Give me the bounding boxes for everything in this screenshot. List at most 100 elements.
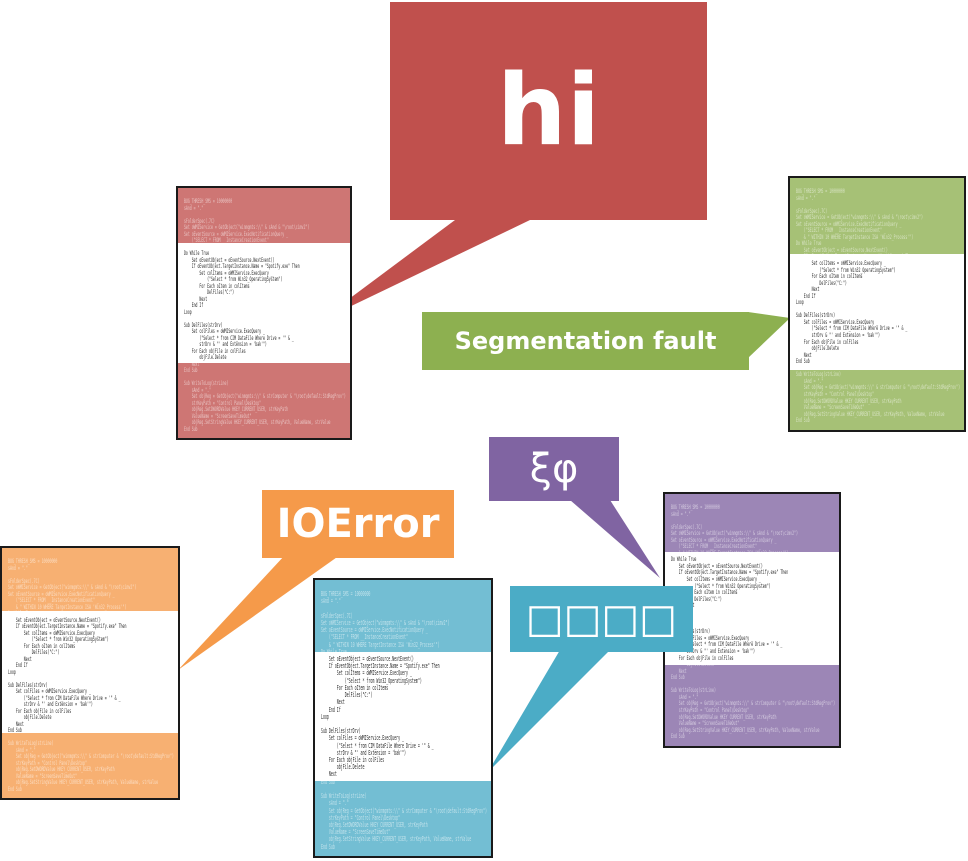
code-line: Sub WriteToLog(strLine) <box>796 370 841 379</box>
code-line: End Sub <box>796 416 810 425</box>
code-line: Set colItems = oWMIService.ExecQuery _ <box>184 268 273 277</box>
code-line: For Each oItem in colItems <box>796 272 863 281</box>
code-line: ("Select * from CIM_DataFile Where Drive… <box>671 640 783 649</box>
code-line: DelFiles("C:") <box>321 690 373 700</box>
code-line: BUG_THRESH_SMS = 10000000 <box>796 187 845 195</box>
xiphi-bubble-text: ξφ <box>529 446 579 492</box>
code-line: Set objReg = GetObject("winmgmts:\\" & s… <box>671 700 835 707</box>
code-line: sAnd = "." <box>184 385 211 394</box>
code-line: Set oEventObject = oEventSource.NextEven… <box>8 615 101 624</box>
code-line: End If <box>8 661 28 669</box>
code-line: ("Select * from Win32_OperatingSystem") <box>671 581 771 590</box>
code-line: Next <box>796 285 820 294</box>
code-line: sFolderSpec(.7C) <box>796 206 828 215</box>
code-line: ("Select * from CIM_DataFile Where Drive… <box>184 333 294 342</box>
code-line: If oEventObject.TargetInstance.Name = "S… <box>321 661 440 671</box>
code-line: Set oEventObject = oEventSource.NextEven… <box>184 255 275 264</box>
code-line: ("SELECT * FROM __InstanceCreationEvent"… <box>671 542 761 551</box>
hi-bubble-tail <box>318 220 530 322</box>
code-line: objReg.SetStringValue HKEY_CURRENT_USER,… <box>796 409 945 418</box>
card-tint-band-bottom <box>178 363 350 438</box>
code-line: sAnd = "." <box>8 563 28 572</box>
code-line: Set colFiles = oWMIService.ExecQuery _ <box>8 687 91 695</box>
code-line: End Sub <box>321 841 335 851</box>
code-line: End If <box>321 704 341 714</box>
code-line: Do While True <box>796 239 822 248</box>
code-line: Set colFiles = oWMIService.ExecQuery _ <box>796 317 879 326</box>
code-line: Next <box>321 697 345 707</box>
code-line: sAnd = "." <box>796 376 824 385</box>
code-line: End Sub <box>671 673 685 682</box>
code-line: Set oEventSource = oWMIService.ExecNotif… <box>8 589 115 598</box>
code-line: Sub DelFiles(strDrv) <box>8 680 48 689</box>
code-line: For Each oItem in colItems <box>8 641 76 650</box>
code-line: Loop <box>184 307 192 316</box>
code-line: Do While True <box>8 609 34 617</box>
code-line: ValueName = "ScreenSaveTimeOut" <box>671 719 740 728</box>
segfault-bubble: Segmentation fault <box>422 312 749 370</box>
code-line: For Each oItem in colItems <box>184 281 250 290</box>
code-line: Sub WriteToLog(strLine) <box>671 686 716 695</box>
code-line: Set colItems = oWMIService.ExecQuery _ <box>8 628 99 637</box>
code-line: BUG_THRESH_SMS = 10000000 <box>184 197 233 205</box>
segfault-bubble-tail <box>748 312 790 358</box>
code-line: ("Select * from CIM_DataFile Where Drive… <box>321 740 434 750</box>
code-line: Loop <box>321 711 329 721</box>
code-line: For Each objFile in colFiles <box>8 706 72 715</box>
code-line: For Each oItem in colItems <box>321 682 389 692</box>
code-line: sAnd = "." <box>671 509 691 518</box>
code-line: For Each objFile in colFiles <box>796 337 859 346</box>
code-line: Do While True <box>184 249 210 257</box>
code-line: ("Select * from Win32_OperatingSystem") <box>8 635 109 643</box>
code-line: objReg.SetStringValue HKEY_CURRENT_USER,… <box>671 725 820 734</box>
code-line: Do While True <box>671 555 697 564</box>
code-line: objReg.SetDWORDValue HKEY_CURRENT_USER, … <box>671 712 777 721</box>
code-line: strKeyPath = "Control Panel\Desktop" <box>321 812 401 822</box>
code-line: DelFiles("C:") <box>796 278 847 287</box>
code-line: strKeyPath = "Control Panel\Desktop" <box>8 758 87 767</box>
code-line: If oEventObject.TargetInstance.Name = "S… <box>184 262 300 270</box>
code-line: & " WITHIN 10 WHERE TargetInstance ISA '… <box>671 548 789 557</box>
code-line: ("SELECT * FROM __InstanceCreationEvent"… <box>8 596 99 604</box>
code-line: Set colFiles = oWMIService.ExecQuery _ <box>321 733 405 743</box>
boxes-bubble: □□□□ <box>510 586 693 652</box>
boxes-bubble-tail <box>488 650 610 772</box>
code-line: strKeyPath = "Control Panel\Desktop" <box>671 705 750 714</box>
card-tint-band-top <box>2 548 178 611</box>
code-line: Set objReg = GetObject("winmgmts:\\" & s… <box>321 806 487 813</box>
code-line: ("SELECT * FROM __InstanceCreationEvent"… <box>321 632 412 642</box>
code-line: objReg.SetDWORDValue HKEY_CURRENT_USER, … <box>184 405 289 413</box>
card-tint-band-bottom <box>2 733 178 798</box>
code-line: Set oWMIService = GetObject("winmgmts:\\… <box>671 529 798 538</box>
code-line: objReg.SetDWORDValue HKEY_CURRENT_USER, … <box>796 396 902 405</box>
code-line: & " WITHIN 10 WHERE TargetInstance ISA '… <box>8 602 127 611</box>
code-line: If oEventObject.TargetInstance.Name = "S… <box>796 252 914 261</box>
code-line: ValueName = "ScreenSaveTimeOut" <box>796 403 865 412</box>
code-line: ("Select * from Win32_OperatingSystem") <box>796 265 896 274</box>
segfault-bubble-text: Segmentation fault <box>454 327 717 355</box>
code-line: Set oWMIService = GetObject("winmgmts:\\… <box>796 213 923 222</box>
code-line: sFolderSpec(.7C) <box>671 522 703 531</box>
code-line: Set objReg = GetObject("winmgmts:\\" & s… <box>796 384 960 391</box>
code-line: objFile.Delete <box>321 762 365 772</box>
code-line: Set oEventSource = oWMIService.ExecNotif… <box>321 625 428 635</box>
ioerror-bubble-tail <box>178 555 340 670</box>
code-line: DelFiles("C:") <box>8 648 60 656</box>
hi-bubble: hi <box>390 2 707 220</box>
code-line: Set oWMIService = GetObject("winmgmts:\\… <box>184 223 310 231</box>
code-line: strKeyPath = "Control Panel\Desktop" <box>184 398 262 407</box>
code-line: End Sub <box>8 784 22 793</box>
code-line: strDrv & "' and Extension = 'bak'") <box>184 340 267 348</box>
xiphi-bubble-tail <box>570 500 660 578</box>
code-line: BUG_THRESH_SMS = 10000000 <box>321 589 371 598</box>
code-line: sAnd = "." <box>671 692 699 701</box>
code-line: End Sub <box>671 732 685 741</box>
code-line: sAnd = "." <box>184 203 204 212</box>
code-line: Set oWMIService = GetObject("winmgmts:\\… <box>321 617 450 627</box>
code-listing: BUG_THRESH_SMS = 10000000 sAnd = "." sFold… <box>796 187 960 425</box>
code-line: Set oEventObject = oEventSource.NextEven… <box>321 653 414 663</box>
